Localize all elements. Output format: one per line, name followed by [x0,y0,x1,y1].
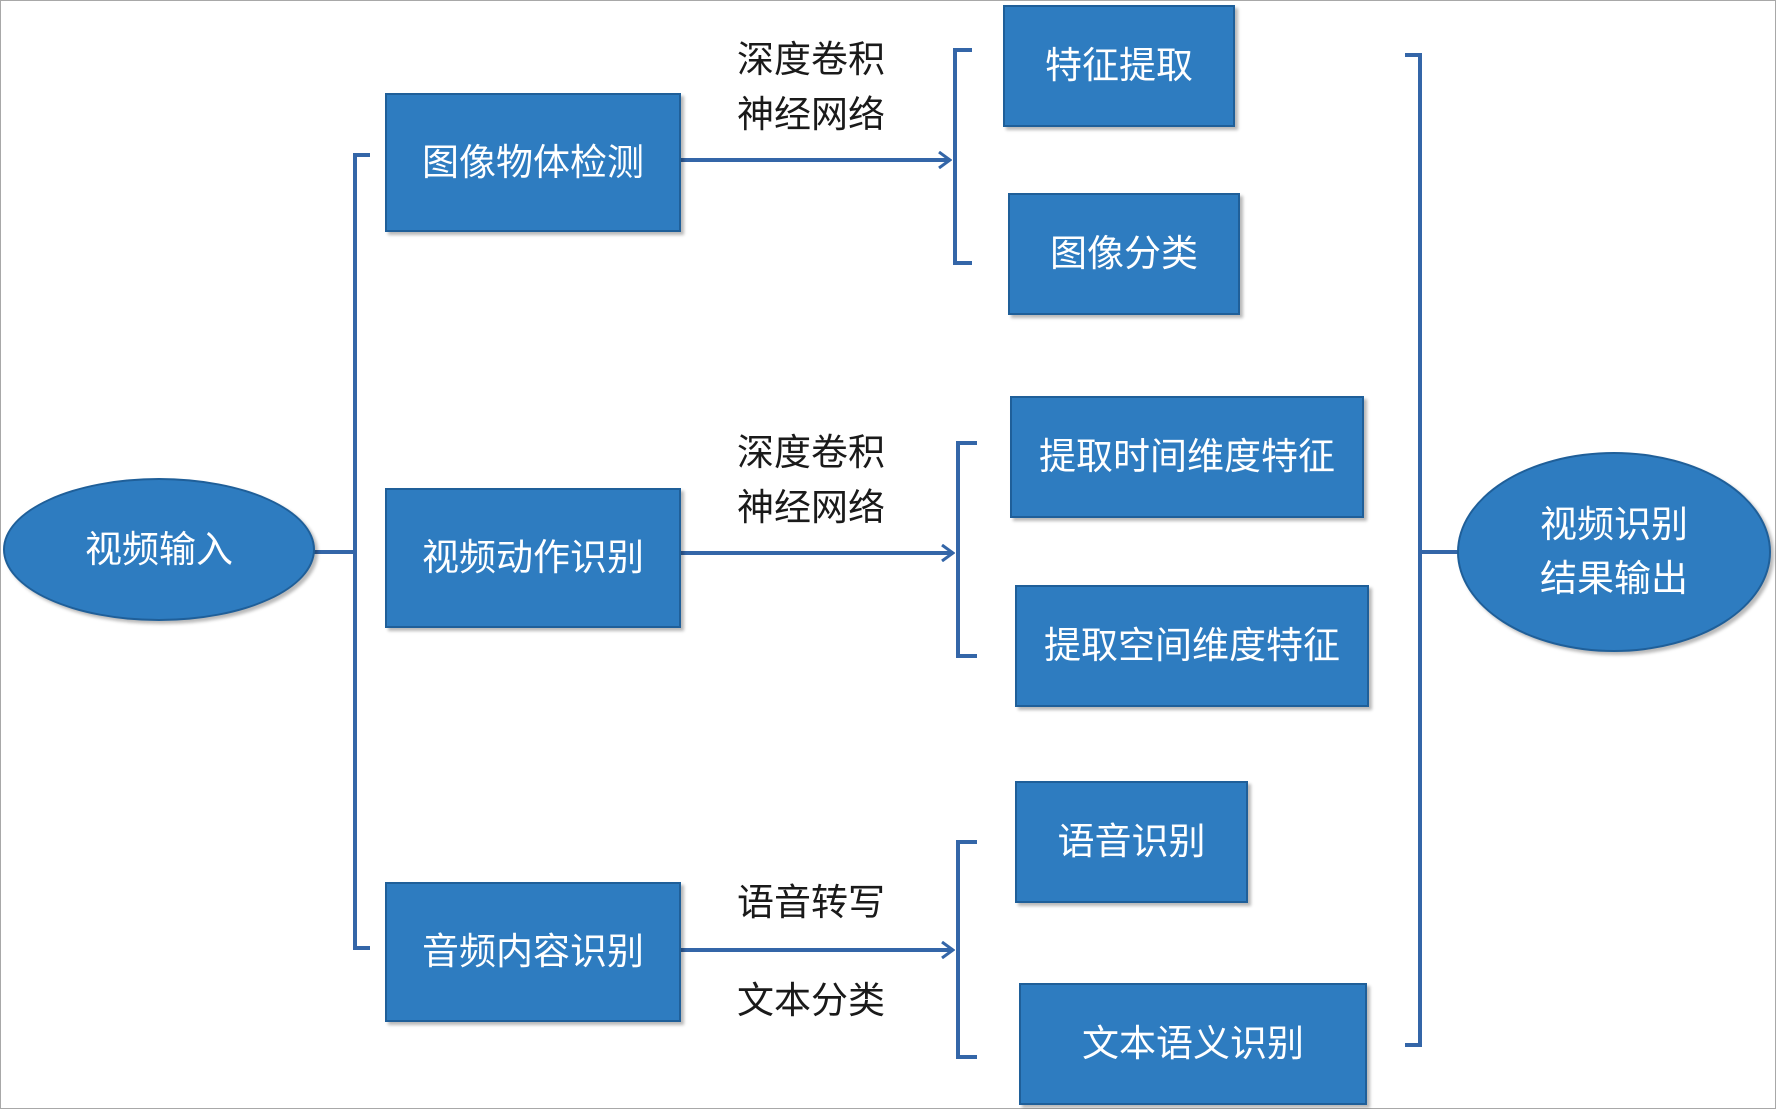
bracket-branch-3 [956,840,977,1059]
audio-content-recognition-box: 音频内容识别 [385,882,681,1022]
method-label-branch-3-bottom: 文本分类 [737,979,885,1022]
image-classification-label: 图像分类 [1050,232,1198,276]
speech-recognition-label: 语音识别 [1057,820,1206,864]
recognition-output-label: 视频识别 结果输出 [1540,503,1688,600]
right-bracket [1405,53,1422,1047]
method-label-branch-3-top: 语音转写 [737,881,885,924]
video-action-recognition-label: 视频动作识别 [422,536,644,580]
video-action-recognition-box: 视频动作识别 [385,488,681,628]
spatial-feature-box: 提取空间维度特征 [1015,585,1369,707]
text-semantic-recognition-box: 文本语义识别 [1019,983,1367,1105]
method-label-branch-2: 深度卷积 神经网络 [737,431,885,529]
image-object-detection-box: 图像物体检测 [385,93,681,232]
bracket-branch-2 [956,441,977,658]
bracket-branch-1 [953,48,972,265]
temporal-feature-box: 提取时间维度特征 [1010,396,1364,518]
recognition-output-node: 视频识别 结果输出 [1457,452,1771,652]
video-input-node: 视频输入 [3,478,315,621]
temporal-feature-label: 提取时间维度特征 [1039,435,1335,479]
left-bracket [353,153,370,950]
image-object-detection-label: 图像物体检测 [422,140,644,184]
method-label-branch-1: 深度卷积 神经网络 [737,38,885,136]
spatial-feature-label: 提取空间维度特征 [1044,624,1340,668]
audio-content-recognition-label: 音频内容识别 [422,930,644,974]
feature-extraction-box: 特征提取 [1003,5,1235,127]
image-classification-box: 图像分类 [1008,193,1240,315]
feature-extraction-label: 特征提取 [1045,44,1193,88]
text-semantic-recognition-label: 文本语义识别 [1082,1022,1304,1066]
speech-recognition-box: 语音识别 [1015,781,1248,903]
video-input-label: 视频输入 [85,527,233,571]
